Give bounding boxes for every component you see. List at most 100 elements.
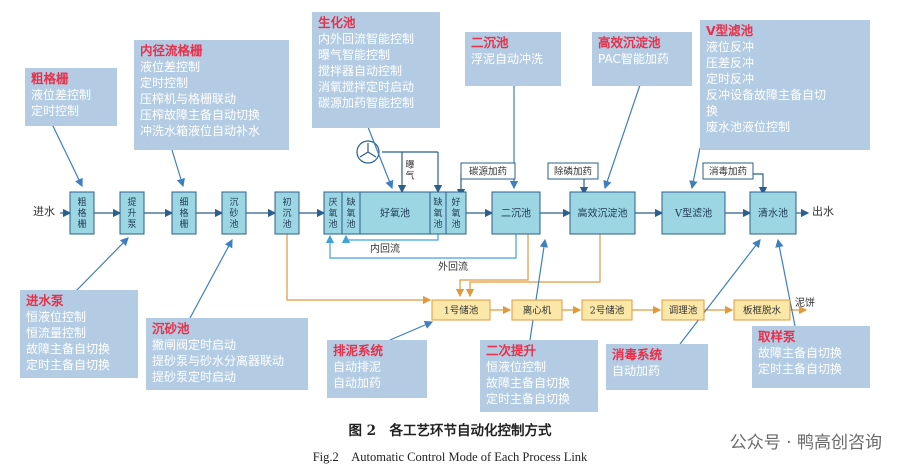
unit-high-eff-settling xyxy=(569,191,636,235)
sludge-flow-lines xyxy=(286,234,808,315)
sludge-label-plate-press: 板框脱水 xyxy=(743,304,782,316)
unit-primary-clarifier xyxy=(274,191,300,235)
dosing-label-p-removal-dosing: 除磷加药 xyxy=(554,165,592,177)
sludge-label-conditioning: 调理池 xyxy=(669,304,698,316)
outlet-label: 出水 xyxy=(812,204,834,218)
callout-fine-screen: 内径流格栅液位差控制定时控制压榨机与格栅联动压榨故障主备自动切换冲洗水箱液位自动… xyxy=(134,40,289,150)
callout-bio-tank: 生化池内外回流智能控制曝气智能控制搅拌器自动控制消氧搅拌定时启动碳源加药智能控制 xyxy=(312,12,440,128)
callout-line: 定时主备自切换 xyxy=(26,358,111,372)
unit-v-filter xyxy=(661,191,726,235)
unit-label-anaerobic: 厌氧池 xyxy=(328,197,337,230)
unit-label-anoxic-2: 缺氧池 xyxy=(433,196,442,230)
return-flow-lines xyxy=(325,234,517,259)
callout-line: 故障主备自切换 xyxy=(26,342,111,356)
callout-title: 生化池 xyxy=(318,15,356,30)
blower-icon xyxy=(356,140,380,164)
callout-disinfection: 消毒系统自动加药 xyxy=(606,344,708,390)
callout-line: 定时控制 xyxy=(140,76,189,90)
callout-sludge-discharge: 排泥系统自动排泥自动加药 xyxy=(327,340,427,398)
callout-pointers xyxy=(51,84,796,345)
unit-label-high-eff-settling: 高效沉淀池 xyxy=(578,207,628,220)
callout-line: 恒流量控制 xyxy=(26,326,87,340)
unit-secondary-clarifier xyxy=(491,191,541,235)
callout-secondary-lift: 二次提升恒液位控制故障主备自切换定时主备自切换 xyxy=(480,340,598,412)
callout-line: 自动加药 xyxy=(333,376,382,390)
callout-line: 液位反冲 xyxy=(706,40,755,54)
callout-line: 自动排泥 xyxy=(333,360,382,374)
callout-title: V型滤池 xyxy=(706,23,754,38)
dosing-label-carbon-dosing: 碳源加药 xyxy=(469,165,507,177)
callout-title: 二沉池 xyxy=(471,35,509,50)
callout-line: 废水池液位控制 xyxy=(706,120,791,134)
callout-line: 定时控制 xyxy=(31,104,80,118)
unit-label-aerobic-2: 好氧池 xyxy=(451,196,460,230)
callout-line: 撇闸阀定时启动 xyxy=(152,338,237,352)
dosing-label-disinfect-dosing: 消毒加药 xyxy=(709,165,747,177)
unit-aerobic-2 xyxy=(445,191,467,235)
callout-title: 高效沉淀池 xyxy=(598,35,661,50)
callout-coarse-screen: 粗格栅液位差控制定时控制 xyxy=(25,68,117,126)
callout-line: 故障主备自切换 xyxy=(758,346,843,360)
callout-line: 自动加药 xyxy=(612,364,661,378)
unit-label-clear-water: 清水池 xyxy=(758,207,788,220)
dosing-p-removal-dosing xyxy=(547,162,599,180)
callout-line: 提砂泵定时启动 xyxy=(152,370,237,384)
callout-line: 定时反冲 xyxy=(706,72,755,86)
caption-english: Fig.2 Automatic Control Mode of Each Pro… xyxy=(312,450,588,464)
unit-clear-water xyxy=(749,191,797,235)
callout-v-filter: V型滤池液位反冲压差反冲定时反冲反冲设备故障主备自切换废水池液位控制 xyxy=(700,20,870,150)
callout-line: PAC智能加药 xyxy=(598,52,669,66)
sludge-storage-2 xyxy=(581,299,633,321)
callout-title: 排泥系统 xyxy=(333,343,384,358)
sludge-units: 1号储池 离心机 2号储池 调理池 板框脱水 xyxy=(431,299,791,321)
callout-title: 取样泵 xyxy=(758,329,796,344)
callout-title: 消毒系统 xyxy=(612,347,663,362)
unit-label-primary-clarifier: 初沉池 xyxy=(282,196,291,230)
callout-line: 碳源加药智能控制 xyxy=(318,96,415,110)
callout-line: 定时主备自切换 xyxy=(486,392,571,406)
callout-high-eff-settling: 高效沉淀池 PAC智能加药 xyxy=(592,32,692,86)
sludge-label-storage-1: 1号储池 xyxy=(444,304,479,316)
sludge-storage-1 xyxy=(431,299,491,321)
callout-line: 曝气智能控制 xyxy=(318,48,391,62)
unit-label-v-filter: V型滤池 xyxy=(674,207,712,220)
callout-title: 沉砂池 xyxy=(152,321,190,336)
callout-line: 提砂泵与砂水分离器联动 xyxy=(152,354,285,368)
unit-label-fine-screen: 细格栅 xyxy=(179,196,188,230)
unit-grit-chamber xyxy=(221,191,247,235)
unit-label-aerobic-1: 好氧池 xyxy=(380,207,410,220)
callout-line: 内外回流智能控制 xyxy=(318,32,415,46)
unit-label-coarse-screen: 粗格栅 xyxy=(77,196,86,230)
callout-line: 压榨故障主备自动切换 xyxy=(140,108,261,122)
callout-line: 压榨机与格栅联动 xyxy=(140,92,237,106)
unit-label-secondary-clarifier: 二沉池 xyxy=(501,207,531,220)
unit-coarse-screen xyxy=(69,191,95,235)
unit-fine-screen xyxy=(171,191,197,235)
callout-line: 浮泥自动冲洗 xyxy=(471,52,544,66)
callout-line: 冲洗水箱液位自动补水 xyxy=(140,124,261,138)
callout-line: 恒液位控制 xyxy=(486,360,547,374)
callout-secondary-clarifier: 二沉池浮泥自动冲洗 xyxy=(465,32,561,86)
callout-title: 粗格栅 xyxy=(31,71,69,86)
external-return-label: 外回流 xyxy=(438,260,468,273)
unit-label-grit-chamber: 沉砂池 xyxy=(229,197,238,230)
callout-line: 液位差控制 xyxy=(140,60,201,74)
caption-chinese: 图 2 各工艺环节自动化控制方式 xyxy=(348,423,552,439)
unit-label-lift-pump: 提升泵 xyxy=(127,197,136,230)
sludge-label-centrifuge: 离心机 xyxy=(523,304,552,316)
watermark-text: 公众号 · 鸭高创咨询 xyxy=(729,433,882,453)
sludge-label-storage-2: 2号储池 xyxy=(590,304,625,316)
inlet-label: 进水 xyxy=(33,205,55,218)
callout-title: 二次提升 xyxy=(486,343,537,358)
callout-line: 搅拌器自动控制 xyxy=(318,64,403,78)
callout-line: 消氧搅拌定时启动 xyxy=(318,80,415,94)
sludge-conditioning xyxy=(661,299,705,321)
callout-line: 定时主备自切换 xyxy=(758,362,843,376)
callout-line: 故障主备自切换 xyxy=(486,376,571,390)
internal-return-label: 内回流 xyxy=(370,242,400,255)
unit-lift-pump xyxy=(119,191,145,235)
dosing-units: 碳源加药 除磷加药 消毒加药 xyxy=(460,162,754,180)
callout-grit-chamber: 沉砂池撇闸阀定时启动提砂泵与砂水分离器联动提砂泵定时启动 xyxy=(146,318,308,390)
